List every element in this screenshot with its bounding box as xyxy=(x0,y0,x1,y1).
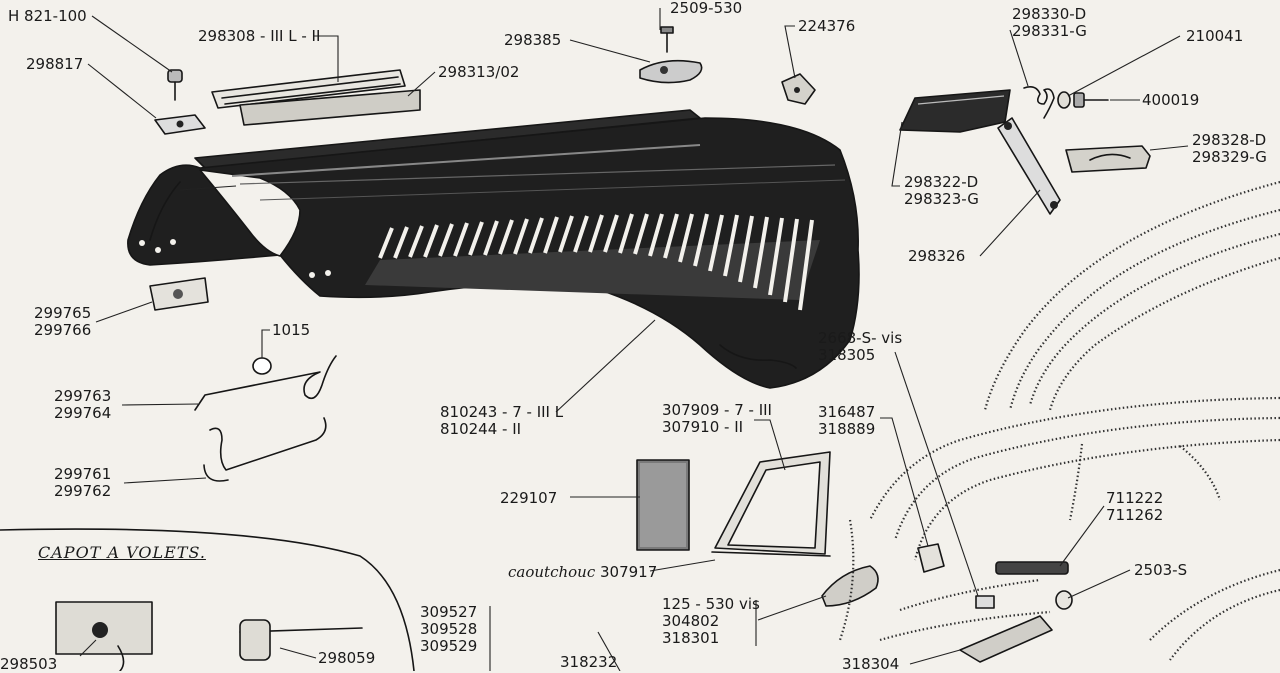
clip-316487 xyxy=(917,543,945,573)
handle-299761 xyxy=(203,417,327,482)
rubber-pad-229107 xyxy=(636,459,690,551)
spring-298330 xyxy=(1023,86,1055,119)
label-298503: 298503 xyxy=(0,655,58,673)
label-h821-100: H 821-100 xyxy=(8,7,87,25)
label-400019: 400019 xyxy=(1142,91,1200,109)
hinge-298308 xyxy=(211,69,421,126)
washer-210041 xyxy=(1057,91,1071,109)
section-title: CAPOT A VOLETS. xyxy=(38,543,206,562)
body-outline xyxy=(838,180,1280,661)
label-229107: 229107 xyxy=(500,489,558,507)
latch-318304 xyxy=(959,595,1053,663)
plate-298817 xyxy=(154,114,206,135)
label-2509-530: 2509-530 xyxy=(670,0,743,17)
clip-298385 xyxy=(639,26,703,84)
label-1015: 1015 xyxy=(272,321,311,339)
catch-224376 xyxy=(781,73,816,105)
deflector-307909 xyxy=(711,451,831,557)
latch-125-530 xyxy=(821,565,879,607)
label-224376: 224376 xyxy=(798,17,856,35)
label-318304: 318304 xyxy=(842,655,900,673)
label-298059: 298059 xyxy=(318,649,376,667)
label-298385: 298385 xyxy=(504,31,562,49)
label-210041: 210041 xyxy=(1186,27,1244,45)
leader-lines xyxy=(79,8,1189,671)
label-2503-s: 2503-S xyxy=(1134,561,1188,579)
label-298313: 298313/02 xyxy=(438,63,520,81)
hinge-bracket-298322 xyxy=(899,89,1011,133)
label-318232: 318232 xyxy=(560,653,618,671)
spring-rod-299763 xyxy=(194,355,337,411)
label-298308: 298308 - III L - II xyxy=(198,27,321,45)
hood-louvres xyxy=(365,213,820,311)
seal-711222 xyxy=(995,561,1069,575)
bracket-298328 xyxy=(1065,145,1151,173)
label-298326: 298326 xyxy=(908,247,966,265)
washer-2503 xyxy=(1055,590,1073,610)
clip-299765 xyxy=(149,277,209,311)
rod-298059 xyxy=(239,619,363,661)
washer-1015 xyxy=(252,357,272,375)
hood-panel xyxy=(127,109,860,389)
pin-400019 xyxy=(1073,92,1109,108)
arm-298326 xyxy=(997,117,1061,215)
section-box xyxy=(0,528,415,671)
bolt-h821 xyxy=(167,69,183,101)
label-298817: 298817 xyxy=(26,55,84,73)
label-caoutchouc-307917: caoutchouc 307917 xyxy=(508,563,658,581)
lock-298503 xyxy=(55,601,153,671)
